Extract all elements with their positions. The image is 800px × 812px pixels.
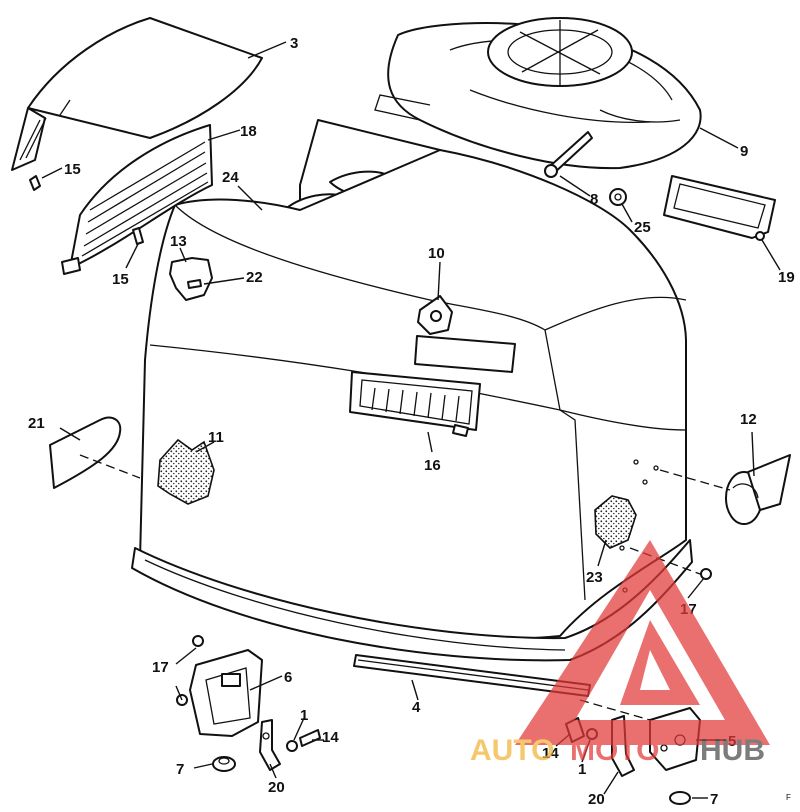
callout-12: 12 <box>740 411 757 428</box>
nut-25 <box>609 188 627 206</box>
callout-8: 8 <box>590 191 598 208</box>
callout-4: 4 <box>412 699 421 716</box>
foam-pad-11 <box>157 438 215 505</box>
bolt-15-a <box>29 175 41 191</box>
bracket-10 <box>417 295 453 335</box>
callout-14-left: 14 <box>322 729 339 746</box>
bolt-8 <box>544 131 593 178</box>
watermark-hub: HUB <box>700 734 765 767</box>
watermark-auto: AUTO <box>470 734 554 767</box>
callout-16: 16 <box>424 457 441 474</box>
bolt-15-b <box>132 227 144 245</box>
callout-7-right: 7 <box>710 791 718 808</box>
screw-17-side <box>700 568 712 580</box>
watermark-moto: MOTO <box>570 734 659 767</box>
watermark-logo: AUTO MOTO HUB <box>470 540 770 767</box>
air-intake-part <box>374 17 702 170</box>
bracket-20-left <box>259 719 281 771</box>
foam-pad-23 <box>594 495 637 549</box>
decal-21 <box>49 416 141 489</box>
latch-6 <box>176 635 263 737</box>
callout-24: 24 <box>222 169 239 186</box>
callout-20-left: 20 <box>268 779 285 796</box>
callout-3: 3 <box>290 35 298 52</box>
callout-19: 19 <box>778 269 795 286</box>
callout-1-right: 1 <box>578 761 586 778</box>
callout-7-left: 7 <box>176 761 184 778</box>
callout-1-left: 1 <box>300 707 308 724</box>
callout-6: 6 <box>284 669 292 686</box>
top-cap-part <box>11 17 263 171</box>
vent-16 <box>349 335 516 437</box>
washer-1-left <box>286 740 298 752</box>
callout-20-right: 20 <box>588 791 605 808</box>
callout-9: 9 <box>740 143 748 160</box>
callout-18: 18 <box>240 123 257 140</box>
grommet-7-left <box>212 756 236 772</box>
grille-part <box>61 124 213 275</box>
side-vent-part <box>663 175 776 241</box>
grommet-7-right <box>669 791 691 805</box>
callout-11: 11 <box>208 429 224 446</box>
callout-22: 22 <box>246 269 263 286</box>
callout-13: 13 <box>170 233 187 250</box>
callout-25: 25 <box>634 219 651 236</box>
callout-23: 23 <box>586 569 603 586</box>
callout-15-a: 15 <box>64 161 81 178</box>
small-mark: F <box>786 793 791 802</box>
callout-17-latch: 17 <box>152 659 169 676</box>
callout-14-right: 14 <box>542 745 559 762</box>
decal-13 <box>169 257 213 301</box>
screw-14-left <box>299 729 321 747</box>
decal-12 <box>659 454 791 525</box>
watermark-triangle <box>515 540 770 745</box>
callout-10: 10 <box>428 245 445 262</box>
callout-21: 21 <box>28 415 45 432</box>
callout-15-b: 15 <box>112 271 129 288</box>
